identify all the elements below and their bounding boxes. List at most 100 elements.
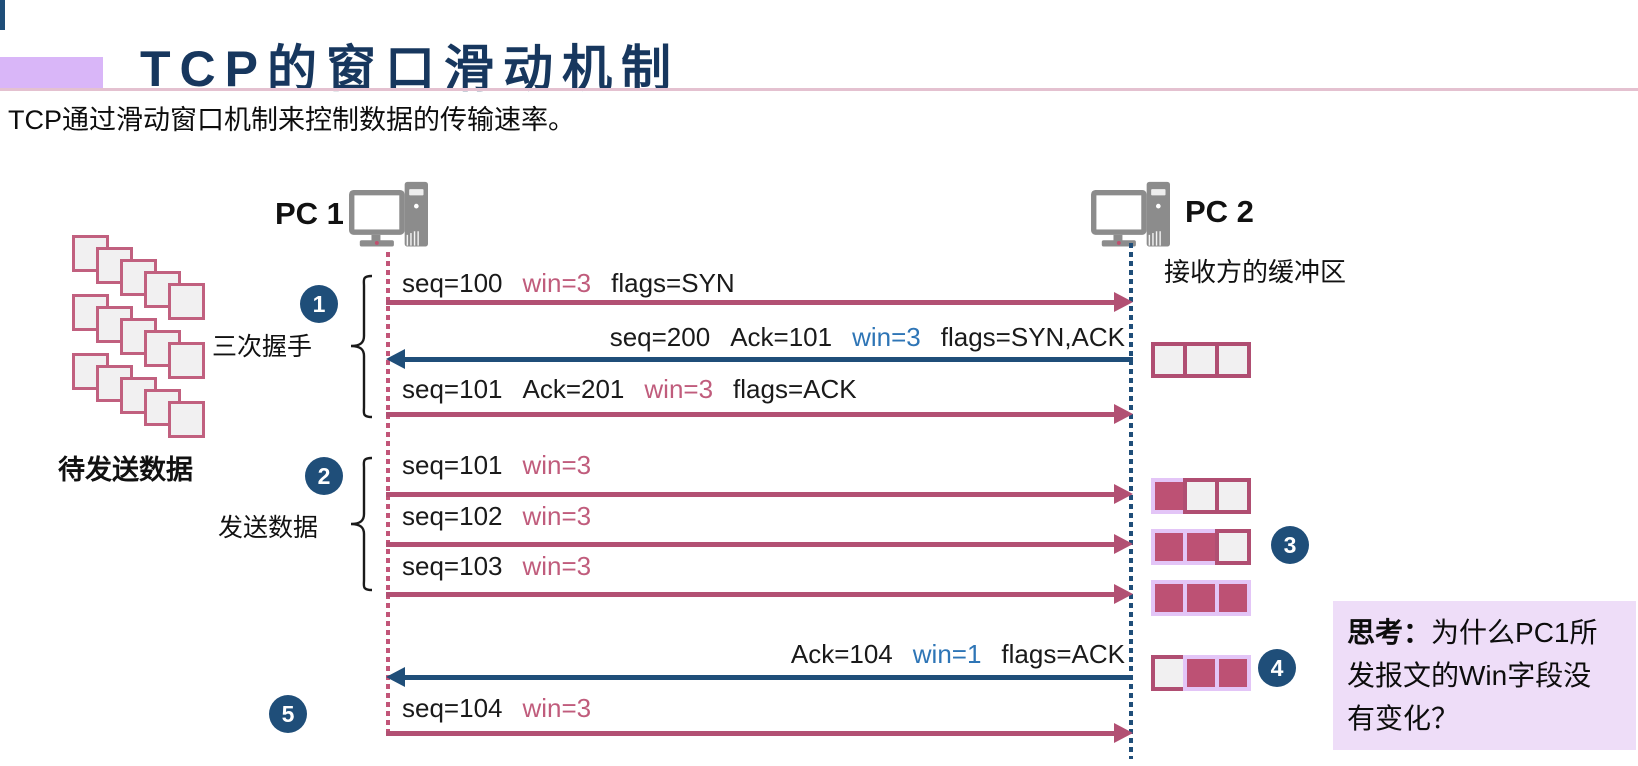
message-text-5: seq=102 win=3 — [402, 501, 591, 531]
receiver-buffer-2 — [1151, 478, 1251, 514]
buffer-cell-empty — [1215, 529, 1251, 565]
message-token: win=1 — [912, 639, 982, 669]
message-arrow-2-left — [386, 349, 1133, 369]
page-title: TCP的窗口滑动机制 — [140, 40, 680, 97]
message-token: win=3 — [852, 322, 921, 352]
receiver-buffer-1 — [1151, 342, 1251, 378]
buffer-cell-filled — [1183, 529, 1219, 565]
step-badge-5: 5 — [269, 695, 307, 733]
message-arrow-4-right — [386, 484, 1133, 504]
arrow-head-icon — [1114, 584, 1133, 604]
pending-data-square — [168, 342, 205, 379]
step-badge-2: 2 — [305, 457, 343, 495]
note-line-1: 思考：为什么PC1所 — [1347, 617, 1598, 648]
message-text-7: Ack=104 win=1 flags=ACK — [791, 639, 1125, 669]
message-token: win=3 — [522, 551, 592, 581]
arrow-head-icon — [1114, 404, 1133, 424]
message-text-2: seq=200 Ack=101 win=3 flags=SYN,ACK — [610, 322, 1125, 352]
receiver-buffer-5 — [1151, 655, 1251, 691]
buffer-cell-empty — [1215, 342, 1251, 378]
title-accent-block — [0, 57, 103, 89]
message-token: seq=100 — [402, 268, 503, 298]
arrow-head-icon — [1114, 484, 1133, 504]
step-badge-4: 4 — [1258, 649, 1296, 687]
arrow-shaft — [400, 357, 1133, 362]
message-token: flags=ACK — [733, 374, 857, 404]
corner-accent-bar — [0, 0, 5, 30]
message-token: win=3 — [522, 501, 592, 531]
arrow-shaft — [386, 300, 1119, 305]
receiver-buffer-3 — [1151, 529, 1251, 565]
message-token: Ack=104 — [790, 639, 893, 669]
message-token: seq=101 — [402, 374, 503, 404]
buffer-cell-empty — [1183, 478, 1219, 514]
arrow-head-icon — [386, 349, 405, 369]
message-token: seq=104 — [402, 693, 503, 723]
arrow-shaft — [386, 542, 1119, 547]
receiver-buffer-4 — [1151, 580, 1251, 616]
buffer-cell-filled — [1215, 580, 1251, 616]
pc1-computer-icon — [348, 181, 438, 251]
buffer-cell-filled — [1151, 478, 1187, 514]
pending-data-square — [168, 283, 205, 320]
receiver-buffer-caption: 接收方的缓冲区 — [1164, 257, 1347, 287]
arrow-shaft — [386, 492, 1119, 497]
pc1-label: PC 1 — [275, 196, 344, 231]
pending-data-square — [168, 401, 205, 438]
buffer-cell-filled — [1151, 529, 1187, 565]
arrow-shaft — [386, 592, 1119, 597]
buffer-cell-filled — [1215, 655, 1251, 691]
message-text-8: seq=104 win=3 — [402, 693, 591, 723]
pending-data-label: 待发送数据 — [58, 455, 193, 485]
group-label-handshake: 三次握手 — [212, 333, 313, 361]
title-divider-line — [0, 88, 1638, 91]
arrow-head-icon — [386, 667, 405, 687]
message-token: win=3 — [644, 374, 714, 404]
message-token: flags=ACK — [1001, 639, 1125, 669]
message-token: seq=200 — [609, 322, 711, 352]
message-text-3: seq=101 Ack=201 win=3 flags=ACK — [402, 374, 857, 404]
message-arrow-8-right — [386, 723, 1133, 743]
send-data-brace — [350, 456, 373, 592]
note-line-3: 有变化？ — [1347, 703, 1460, 734]
handshake-brace — [350, 274, 373, 419]
message-text-6: seq=103 win=3 — [402, 551, 591, 581]
message-arrow-3-right — [386, 404, 1133, 424]
arrow-head-icon — [1114, 292, 1133, 312]
message-token: seq=103 — [402, 551, 503, 581]
buffer-cell-empty — [1183, 342, 1219, 378]
message-token: win=3 — [522, 693, 592, 723]
arrow-head-icon — [1114, 534, 1133, 554]
message-arrow-7-left — [386, 667, 1133, 687]
message-text-4: seq=101 win=3 — [402, 450, 591, 480]
step-badge-3: 3 — [1271, 526, 1309, 564]
arrow-head-icon — [1114, 723, 1133, 743]
pc2-label: PC 2 — [1185, 194, 1254, 229]
message-token: Ack=201 — [522, 374, 625, 404]
message-token: seq=101 — [402, 450, 503, 480]
subtitle-text: TCP通过滑动窗口机制来控制数据的传输速率。 — [8, 105, 575, 135]
message-token: win=3 — [522, 268, 592, 298]
buffer-cell-empty — [1151, 342, 1187, 378]
message-text-1: seq=100 win=3 flags=SYN — [402, 268, 735, 298]
message-token: seq=102 — [402, 501, 503, 531]
buffer-cell-empty — [1151, 655, 1187, 691]
message-token: flags=SYN,ACK — [940, 322, 1125, 352]
message-arrow-5-right — [386, 534, 1133, 554]
buffer-cell-filled — [1151, 580, 1187, 616]
buffer-cell-filled — [1183, 655, 1219, 691]
group-label-send-data: 发送数据 — [218, 514, 319, 542]
note-line-2: 发报文的Win字段没 — [1347, 660, 1592, 691]
note-prefix: 思考： — [1347, 617, 1432, 648]
buffer-cell-filled — [1183, 580, 1219, 616]
step-badge-1: 1 — [300, 285, 338, 323]
buffer-cell-empty — [1215, 478, 1251, 514]
message-token: Ack=101 — [730, 322, 833, 352]
message-arrow-6-right — [386, 584, 1133, 604]
message-token: win=3 — [522, 450, 592, 480]
think-note-box: 思考：为什么PC1所 发报文的Win字段没 有变化？ — [1333, 601, 1636, 750]
message-token: flags=SYN — [611, 268, 735, 298]
arrow-shaft — [400, 675, 1133, 680]
arrow-shaft — [386, 412, 1119, 417]
